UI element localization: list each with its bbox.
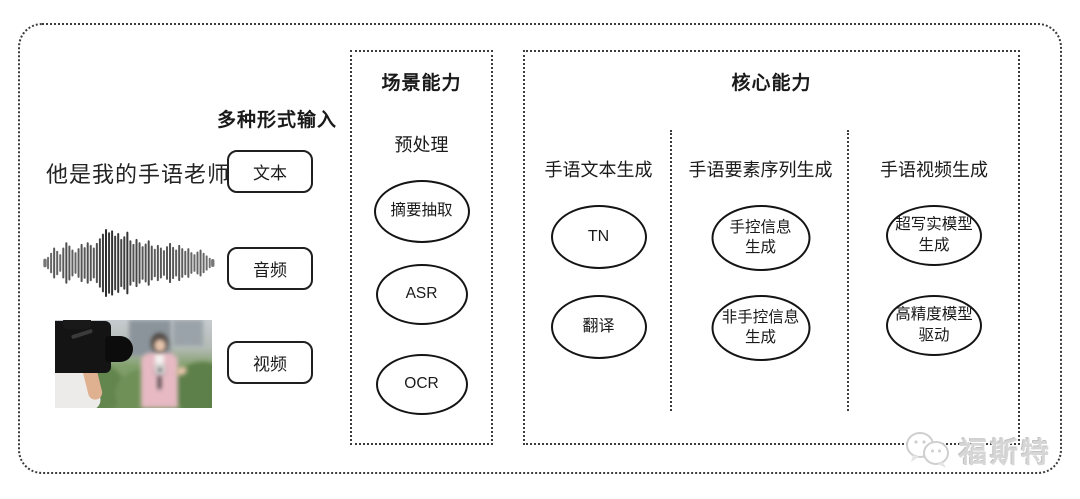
photo-microphone-logo [158, 368, 162, 372]
photo-camera-body [55, 321, 111, 373]
watermark-text: 福斯特 [959, 437, 1053, 468]
sample-input-sentence: 他是我的手语老师 [46, 162, 231, 187]
reporter-video-thumbnail [55, 320, 212, 408]
node-tn: TN [550, 205, 647, 269]
photo-microphone-handle [158, 376, 161, 389]
preprocessing-label: 预处理 [394, 135, 449, 155]
column-divider [670, 130, 672, 411]
column-header: 手语文本生成 [544, 160, 653, 180]
core-capability-panel: 核心能力 手语文本生成 TN 翻译 手语要素序列生成 手控信息 生成 非手控信息… [523, 50, 1020, 445]
node-summary-extraction: 摘要抽取 [373, 180, 470, 243]
scene-capability-title: 场景能力 [381, 73, 462, 94]
photo-camera-top [63, 320, 91, 329]
node-asr: ASR [375, 264, 468, 325]
scene-capability-panel: 场景能力 预处理 摘要抽取 ASR OCR [350, 50, 493, 445]
input-type-text-label: 文本 [253, 164, 287, 183]
audio-waveform-icon [43, 229, 215, 297]
input-type-video-label: 视频 [253, 355, 287, 374]
watermark: 福斯特 [903, 429, 1052, 473]
chat-bubbles-icon [906, 432, 949, 468]
node-translation: 翻译 [550, 295, 647, 359]
column-header: 手语视频生成 [880, 160, 988, 180]
node-hyperrealistic-model-generation: 超写实模型 生成 [886, 205, 982, 266]
column-sign-video-generation: 手语视频生成 超写实模型 生成 高精度模型 驱动 [849, 52, 1019, 443]
input-type-audio-label: 音频 [253, 261, 287, 280]
column-sign-text-generation: 手语文本生成 TN 翻译 [525, 52, 672, 443]
input-type-text-box: 文本 [227, 150, 313, 193]
input-section-title: 多种形式输入 [216, 110, 337, 131]
input-type-audio-box: 音频 [227, 247, 313, 290]
outer-dotted-frame [18, 23, 1062, 474]
input-type-video-box: 视频 [227, 341, 313, 384]
column-header: 手语要素序列生成 [688, 160, 833, 180]
core-capability-title: 核心能力 [731, 73, 812, 94]
node-manual-info-generation: 手控信息 生成 [711, 205, 810, 271]
photo-camera-lens [105, 336, 133, 362]
photo-building [173, 320, 203, 346]
photo-reporter-shirt [155, 354, 164, 368]
column-sign-element-sequence-generation: 手语要素序列生成 手控信息 生成 非手控信息 生成 [672, 52, 849, 443]
column-divider [847, 130, 849, 411]
node-non-manual-info-generation: 非手控信息 生成 [711, 295, 810, 361]
photo-reporter-face [154, 339, 166, 352]
node-high-precision-model-driving: 高精度模型 驱动 [886, 295, 982, 356]
node-ocr: OCR [375, 354, 468, 415]
